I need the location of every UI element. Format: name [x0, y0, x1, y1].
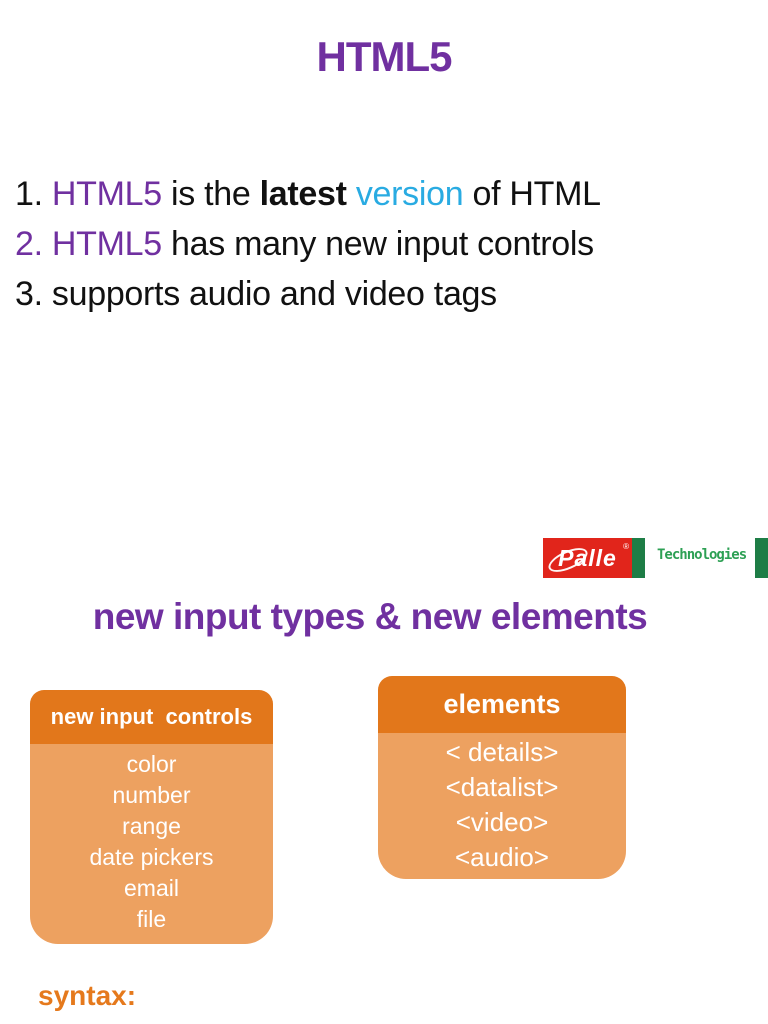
- card-item: color: [126, 751, 177, 777]
- card-body: color number range date pickers email fi…: [30, 744, 273, 944]
- card-new-input-controls: new input controls color number range da…: [30, 690, 273, 944]
- card-item: email: [124, 875, 179, 901]
- list-item-1: 1. HTML5 is the latest version of HTML: [15, 169, 755, 219]
- list-item-2: 2. HTML5 has many new input controls: [15, 219, 755, 269]
- card-header: elements: [378, 676, 626, 733]
- list-text-bold: latest: [259, 175, 347, 213]
- card-elements: elements < details> <datalist> <video> <…: [378, 676, 626, 879]
- card-item: <datalist>: [445, 772, 559, 802]
- card-item: <audio>: [455, 842, 549, 872]
- list-text: [347, 175, 356, 213]
- card-item: < details>: [445, 737, 559, 767]
- list-item-3: 3. supports audio and video tags: [15, 269, 755, 319]
- card-item: range: [122, 813, 181, 839]
- card-item: file: [136, 906, 167, 932]
- card-header: new input controls: [30, 690, 273, 744]
- logo-green-divider: [632, 538, 645, 578]
- list-text-highlight: 2. HTML5: [15, 225, 162, 263]
- list-text: of HTML: [463, 175, 601, 213]
- card-body: < details> <datalist> <video> <audio>: [378, 733, 626, 879]
- technologies-text: Technologies: [657, 547, 747, 563]
- feature-list: 1. HTML5 is the latest version of HTML 2…: [15, 169, 755, 319]
- card-item: number: [112, 782, 191, 808]
- syntax-label: syntax:: [38, 980, 137, 1011]
- list-text-version: version: [355, 175, 464, 213]
- palle-logo-red-box: Palle ®: [543, 538, 632, 578]
- list-text-highlight: HTML5: [51, 175, 162, 213]
- list-text: 3. supports audio and video tags: [15, 275, 497, 313]
- card-item: date pickers: [89, 844, 214, 870]
- palle-brand-text: Palle: [558, 545, 617, 571]
- section-heading: new input types & new elements: [92, 596, 648, 637]
- logo-green-edge-bar: [755, 538, 768, 578]
- registered-trademark-icon: ®: [623, 542, 629, 551]
- list-text: is the: [161, 175, 260, 213]
- card-item: <video>: [455, 807, 549, 837]
- list-text: 1.: [15, 175, 52, 213]
- page-title: HTML5: [316, 33, 453, 80]
- palle-technologies-logo: Palle ® Technologies: [0, 538, 768, 578]
- list-text: has many new input controls: [161, 225, 594, 263]
